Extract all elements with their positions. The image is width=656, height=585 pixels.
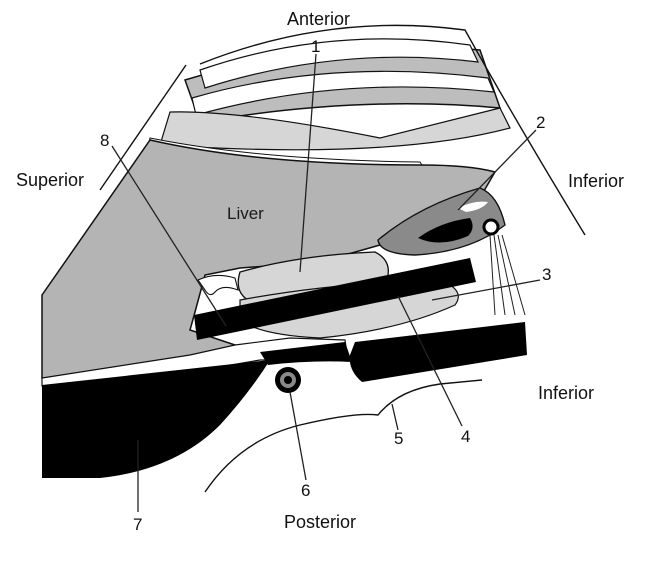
callout-8: 8	[100, 131, 109, 150]
probe-highlight	[458, 201, 488, 212]
black-band-upper	[194, 258, 476, 340]
wall-band-white-1	[199, 38, 480, 89]
callout-4: 4	[461, 427, 470, 446]
callout-3: 3	[542, 265, 551, 284]
abdominal-wall	[99, 24, 586, 236]
callout-7: 7	[133, 515, 142, 534]
probe-dark-core	[418, 218, 473, 243]
liver-region	[41, 139, 497, 379]
inferior-label-upper: Inferior	[568, 171, 624, 191]
anterior-label: Anterior	[287, 9, 350, 29]
callout-2: 2	[536, 113, 545, 132]
wall-band-white-2	[191, 70, 495, 116]
posterior-wall-line	[204, 379, 483, 493]
callout-6: 6	[301, 481, 310, 500]
black-band-lower	[349, 322, 527, 382]
gallbladder-neck	[197, 274, 239, 296]
kidney-region-7	[42, 360, 270, 478]
wall-outer-arc	[199, 24, 586, 236]
beam-lines	[489, 234, 526, 316]
crus-connector	[260, 342, 352, 365]
wall-outer-line	[99, 64, 187, 191]
leader-lines	[111, 53, 541, 512]
probe-ring	[482, 218, 500, 236]
liver-label: Liver	[227, 204, 264, 223]
inferior-label-lower: Inferior	[538, 383, 594, 403]
posterior-label: Posterior	[284, 512, 356, 532]
callout-5: 5	[394, 429, 403, 448]
wall-band-light	[159, 107, 511, 151]
vessel-inner	[284, 376, 292, 384]
callout-1: 1	[311, 37, 320, 56]
superior-label: Superior	[16, 170, 84, 190]
